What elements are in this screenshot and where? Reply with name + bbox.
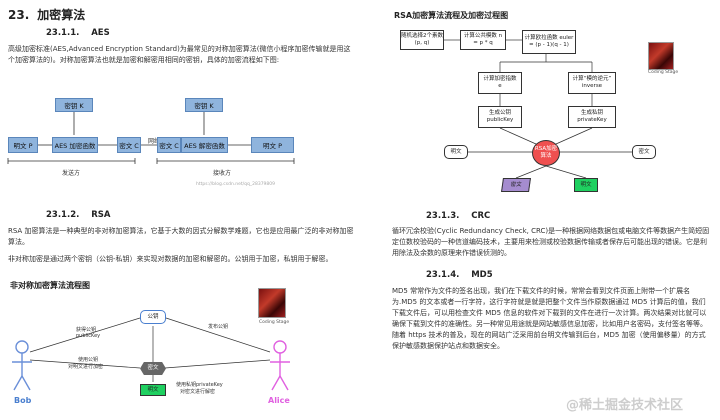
- aes-ciphertext-in: 密文 C: [157, 137, 181, 153]
- flow-euler: 计算欧拉函数 euler = (p - 1)(q - 1): [522, 30, 576, 54]
- alice-figure: [270, 340, 290, 391]
- get-public-key-label: 获得公钥: [76, 327, 97, 333]
- use-public-key-label-2: 对明文进行加密: [68, 364, 104, 370]
- aes-diagram-watermark: https://blog.csdn.net/qq_28379809: [196, 182, 276, 187]
- aes-encrypt-function: AES 加密函数: [52, 137, 98, 153]
- flow-ciphertext-input: 密文: [632, 145, 656, 159]
- section-rsa-heading: 23.1.2. RSA: [46, 210, 110, 220]
- rsa-diagram-title: 非对称加密算法流程图: [10, 281, 90, 290]
- flow-rsa-core: RSA加密 算法: [532, 140, 560, 166]
- aes-plaintext-in: 明文 P: [8, 137, 38, 153]
- section-crc-number: 23.1.3.: [426, 211, 460, 221]
- section-crc-heading: 23.1.3. CRC: [426, 211, 490, 221]
- flow-plaintext-output: 明文: [574, 178, 598, 192]
- rsa-paragraph-2: 非对称加密是通过两个密钥（公钥-私钥）来实现对数据的加密和解密的。公钥用于加密，…: [8, 255, 333, 263]
- left-page: 23. 加密算法 23.1.1. AES 高级加密标准(AES,Advanced …: [7, 6, 354, 405]
- flow-pick-primes: 随机选择2个素数(p, q): [400, 30, 444, 50]
- aes-key-sender: 密钥 K: [55, 98, 93, 112]
- chapter-heading: 23. 加密算法: [8, 6, 85, 23]
- rsa-paragraph-1: RSA 加密算法是一种典型的非对称加密算法，它基于大数的因式分解数学难题，它也是…: [8, 227, 354, 246]
- aes-decrypt-function: AES 解密函数: [181, 137, 228, 153]
- flow-encrypt-exponent-label: 计算加密指数: [483, 76, 517, 82]
- flow-plaintext-input: 明文: [444, 145, 468, 159]
- flow-private-key-label: 生成私钥: [580, 110, 603, 116]
- author-avatar-left: [258, 288, 286, 318]
- flow-mod-inverse: 计算“模的逆元” inverse: [568, 72, 616, 94]
- aes-plaintext-out: 明文 P: [251, 137, 294, 153]
- section-md5-heading: 23.1.4. MD5: [426, 270, 493, 280]
- avatar-caption-right: Coding Stage: [648, 70, 679, 75]
- use-private-key-label: 使用私钥privateKey: [176, 382, 223, 388]
- rsa-ciphertext-hexagon: 密文: [140, 362, 166, 375]
- rsa-plaintext-box: 明文: [140, 384, 166, 396]
- rsa-flow-arrows: [444, 39, 632, 179]
- get-public-key-label-2: publicKey: [76, 333, 101, 339]
- aes-receiver-label: 接收方: [213, 170, 232, 177]
- bob-label: Bob: [14, 396, 32, 405]
- flow-public-key-label: 生成公钥: [488, 110, 511, 116]
- platform-watermark: @稀土掘金技术社区: [566, 398, 684, 413]
- section-rsa-title: RSA: [91, 210, 111, 220]
- author-avatar-right: [648, 42, 674, 70]
- flow-private-key-name: privateKey: [577, 117, 607, 123]
- crc-paragraph: 循环冗余校验(Cyclic Redundancy Check, CRC)是一种根…: [392, 227, 710, 257]
- flow-public-key-name: publicKey: [486, 117, 514, 123]
- flow-encrypt-exponent: 计算加密指数 e: [478, 72, 522, 94]
- section-crc-title: CRC: [471, 211, 491, 221]
- publish-public-key-label: 发布公钥: [208, 324, 229, 330]
- avatar-caption-left: Coding Stage: [259, 320, 290, 325]
- section-aes-title: AES: [91, 28, 110, 38]
- bob-figure: [12, 340, 32, 391]
- aes-ciphertext-out: 密文 C: [117, 137, 141, 153]
- rsa-flow-title: RSA加密算法流程及加密过程图: [394, 11, 509, 20]
- aes-sender-label: 发送方: [62, 170, 81, 177]
- alice-label: Alice: [268, 396, 290, 405]
- aes-diagram-arrows: [7, 112, 295, 164]
- flow-private-key: 生成私钥 privateKey: [568, 106, 616, 128]
- use-private-key-label-2: 对密文进行解密: [180, 389, 216, 395]
- rsa-diagram-lines: [12, 317, 290, 391]
- chapter-title: 加密算法: [37, 8, 86, 22]
- aes-paragraph: 高级加密标准(AES,Advanced Encryption Standard)…: [8, 45, 351, 64]
- section-md5-title: MD5: [471, 270, 493, 280]
- rsa-public-key-box: 公钥: [140, 310, 166, 324]
- section-md5-number: 23.1.4.: [426, 270, 460, 280]
- right-page: RSA加密算法流程及加密过程图 随机选择2个素数(p, q) 计算公共模数 n …: [360, 0, 720, 420]
- section-rsa-number: 23.1.2.: [46, 210, 80, 220]
- use-public-key-label: 使用公钥: [78, 357, 99, 363]
- flow-encrypt-exponent-symbol: e: [498, 83, 502, 89]
- aes-key-receiver: 密钥 K: [185, 98, 223, 112]
- chapter-number: 23.: [8, 8, 30, 22]
- md5-paragraph: MD5 常常作为文件的签名出现，我们在下载文件的时候，常常会看到文件页面上附带一…: [392, 287, 707, 350]
- section-aes-heading: 23.1.1. AES: [46, 28, 110, 38]
- flow-modulus-n: 计算公共模数 n = p * q: [460, 30, 506, 50]
- flow-ciphertext-output: 密文: [501, 178, 531, 192]
- section-aes-number: 23.1.1.: [46, 28, 80, 38]
- flow-public-key: 生成公钥 publicKey: [478, 106, 522, 128]
